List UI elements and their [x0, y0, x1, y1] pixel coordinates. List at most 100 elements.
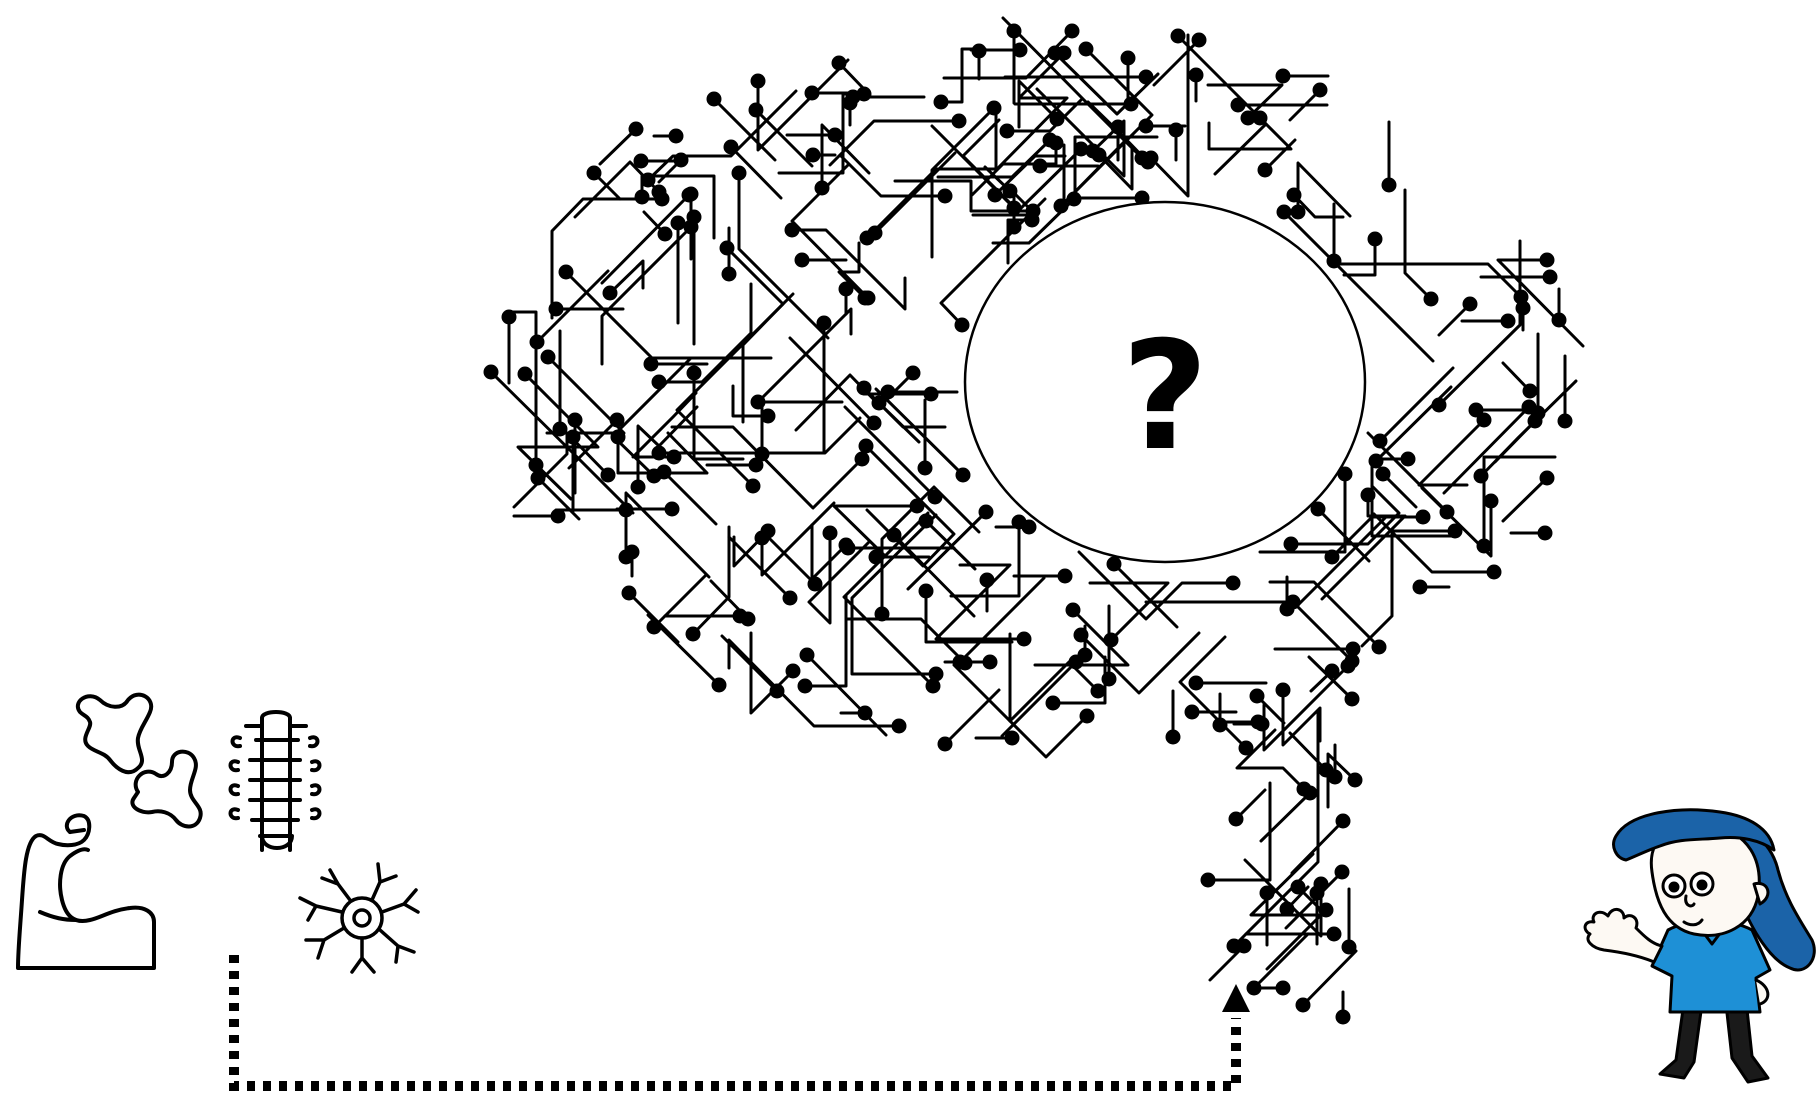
circuit-node [549, 302, 564, 317]
circuit-node [1012, 515, 1027, 530]
circuit-node [1319, 763, 1334, 778]
circuit-node [952, 114, 967, 129]
circuit-node [843, 96, 858, 111]
circuit-node [823, 526, 838, 541]
circuit-node [541, 350, 556, 365]
circuit-node [587, 166, 602, 181]
circuit-trace [1405, 190, 1431, 299]
circuit-node [601, 468, 616, 483]
circuit-node [1348, 773, 1363, 788]
circuit-trace [552, 199, 662, 318]
circuit-node [918, 461, 933, 476]
circuit-node [652, 185, 667, 200]
circuit-node [629, 122, 644, 137]
circuit-node [733, 609, 748, 624]
circuit-node [1325, 664, 1340, 679]
circuit-node [658, 227, 673, 242]
circuit-node [1226, 576, 1241, 591]
circuit-node [1487, 565, 1502, 580]
circuit-node [861, 291, 876, 306]
circuit-node [1413, 580, 1428, 595]
circuit-node [1017, 632, 1032, 647]
circuit-node [634, 154, 649, 169]
circuit-node [751, 74, 766, 89]
flexed-arm-icon [18, 815, 154, 968]
circuit-node [1026, 204, 1041, 219]
circuit-node [1229, 812, 1244, 827]
circuit-node [1107, 557, 1122, 572]
circuit-node [1376, 467, 1391, 482]
circuit-node [1277, 205, 1292, 220]
arrow-head [1222, 984, 1250, 1012]
circuit-node [603, 286, 618, 301]
circuit-node [641, 173, 656, 188]
circuit-node [1033, 159, 1048, 174]
circuit-node [1046, 696, 1061, 711]
circuit-node [559, 265, 574, 280]
circuit-trace [756, 110, 812, 166]
circuit-node [707, 92, 722, 107]
circuit-node [785, 223, 800, 238]
circuit-node [1463, 297, 1478, 312]
circuit-trace [1151, 35, 1188, 196]
circuit-trace [960, 578, 1044, 662]
circuit-node [887, 528, 902, 543]
circuit-node [928, 490, 943, 505]
cartoon-character-icon [1585, 810, 1814, 1082]
circuit-node [1276, 683, 1291, 698]
circuit-node [1079, 42, 1094, 57]
circuit-node [1258, 163, 1273, 178]
circuit-node [1005, 731, 1020, 746]
dotted-arrow-path [234, 955, 1236, 1086]
circuit-node [1078, 648, 1093, 663]
circuit-node [1091, 684, 1106, 699]
circuit-node [1296, 998, 1311, 1013]
circuit-node [869, 550, 884, 565]
circuit-trace [830, 121, 959, 165]
circuit-trace [633, 393, 696, 457]
circuit-node [1287, 188, 1302, 203]
circuit-node [1192, 33, 1207, 48]
circuit-node [1297, 782, 1312, 797]
question-mark: ? [1121, 310, 1208, 484]
circuit-trace [762, 309, 851, 454]
circuit-node [1065, 24, 1080, 39]
circuit-node [1523, 384, 1538, 399]
circuit-node [924, 387, 939, 402]
circuit-node [1345, 692, 1360, 707]
circuit-trace [602, 195, 689, 283]
circuit-trace [876, 389, 963, 475]
circuit-node [1528, 414, 1543, 429]
circuit-node [684, 187, 699, 202]
circuit-node [1231, 98, 1246, 113]
circuit-node [1171, 29, 1186, 44]
circuit-node [1135, 151, 1150, 166]
circuit-trace [648, 615, 719, 685]
dotted-arrow [234, 955, 1250, 1086]
circuit-node [956, 468, 971, 483]
circuit-node [938, 737, 953, 752]
circuit-node [857, 87, 872, 102]
circuit-trace [1503, 478, 1547, 521]
circuit-node [1346, 642, 1361, 657]
circuit-node [761, 524, 776, 539]
circuit-node [1043, 133, 1058, 148]
circuit-node [1166, 730, 1181, 745]
circuit-node [665, 502, 680, 517]
circuit-node [1000, 124, 1015, 139]
circuit-node [783, 591, 798, 606]
circuit-node [657, 465, 672, 480]
circuit-node [652, 375, 667, 390]
circuit-node [1121, 51, 1136, 66]
circuit-node [1189, 68, 1204, 83]
circuit-trace [729, 537, 790, 598]
circuit-trace [714, 99, 775, 160]
circuit-node [1213, 718, 1228, 733]
circuit-node [1401, 452, 1416, 467]
circuit-node [1336, 1010, 1351, 1025]
circuit-node [859, 439, 874, 454]
circuit-node [746, 479, 761, 494]
circuit-node [786, 664, 801, 679]
circuit-trace [1261, 793, 1310, 841]
circuit-trace [945, 690, 999, 744]
